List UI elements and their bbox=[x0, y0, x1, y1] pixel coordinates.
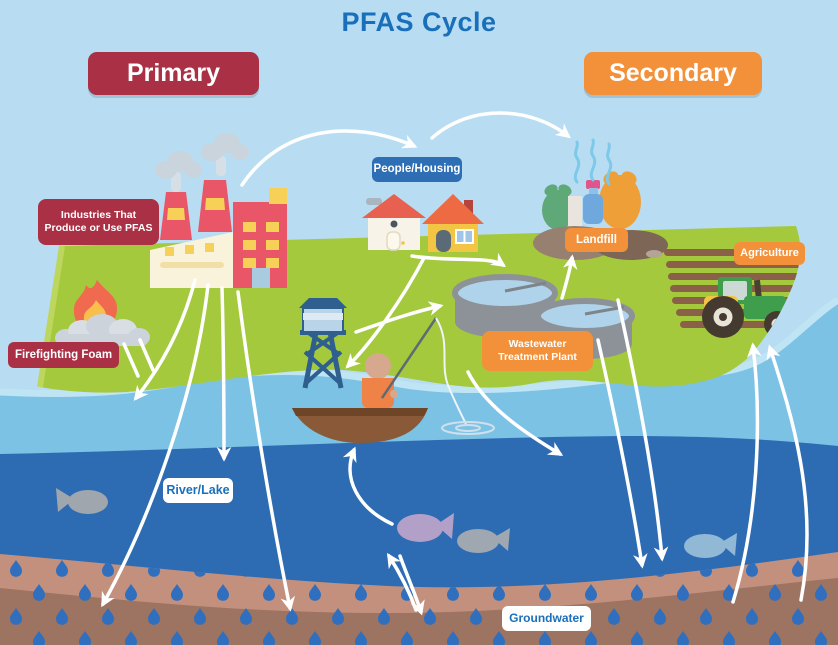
flow-arrow bbox=[216, 286, 232, 462]
flow-arrow bbox=[398, 554, 425, 616]
fishing-rod-icon bbox=[380, 317, 438, 399]
ripple-icon bbox=[441, 421, 495, 435]
factory-icon bbox=[150, 133, 287, 288]
flow-arrow bbox=[430, 111, 571, 140]
node-label-landfill: Landfill bbox=[565, 228, 628, 252]
flow-arrow bbox=[596, 338, 648, 569]
primary-legend-badge: Primary bbox=[88, 52, 259, 95]
water-tower-icon bbox=[299, 298, 347, 389]
node-label-river-lake: River/Lake bbox=[163, 478, 233, 503]
node-label-firefighting-foam: Firefighting Foam bbox=[8, 342, 119, 368]
boat-fisherman-icon bbox=[292, 317, 495, 443]
flow-arrow bbox=[766, 344, 809, 602]
page-title: PFAS Cycle bbox=[341, 7, 497, 37]
steam-icon bbox=[573, 138, 613, 186]
node-label-industries: Industries That Produce or Use PFAS bbox=[38, 199, 159, 245]
node-label-wastewater-treatment-plant: Wastewater Treatment Plant bbox=[482, 331, 593, 371]
node-label-agriculture: Agriculture bbox=[734, 242, 805, 265]
drip-mark bbox=[138, 338, 155, 372]
flow-arrow bbox=[240, 129, 418, 187]
node-label-groundwater: Groundwater bbox=[502, 606, 591, 631]
soil-lower-layer bbox=[0, 578, 838, 645]
fishing-line-icon bbox=[435, 317, 467, 425]
flow-arrow bbox=[133, 278, 197, 401]
drip-mark bbox=[122, 342, 140, 378]
smoke-icon bbox=[155, 133, 249, 192]
tractor-icon bbox=[702, 277, 790, 338]
node-label-people-housing: People/Housing bbox=[372, 157, 462, 182]
flow-arrow bbox=[342, 446, 394, 526]
flow-arrow bbox=[345, 256, 426, 369]
house-icon bbox=[362, 194, 426, 251]
secondary-legend-badge: Secondary bbox=[584, 52, 762, 95]
flow-arrow bbox=[466, 370, 564, 456]
flow-arrow bbox=[731, 342, 762, 604]
wastewater-tank-icon bbox=[452, 274, 635, 359]
flow-arrow bbox=[616, 298, 669, 562]
fish-icon bbox=[56, 488, 737, 558]
flow-arrow bbox=[236, 290, 295, 612]
flow-arrows bbox=[101, 111, 809, 616]
flow-arrow bbox=[560, 254, 578, 300]
flow-arrow bbox=[101, 283, 210, 608]
house-icon bbox=[422, 194, 484, 252]
flow-arrow bbox=[354, 301, 444, 334]
